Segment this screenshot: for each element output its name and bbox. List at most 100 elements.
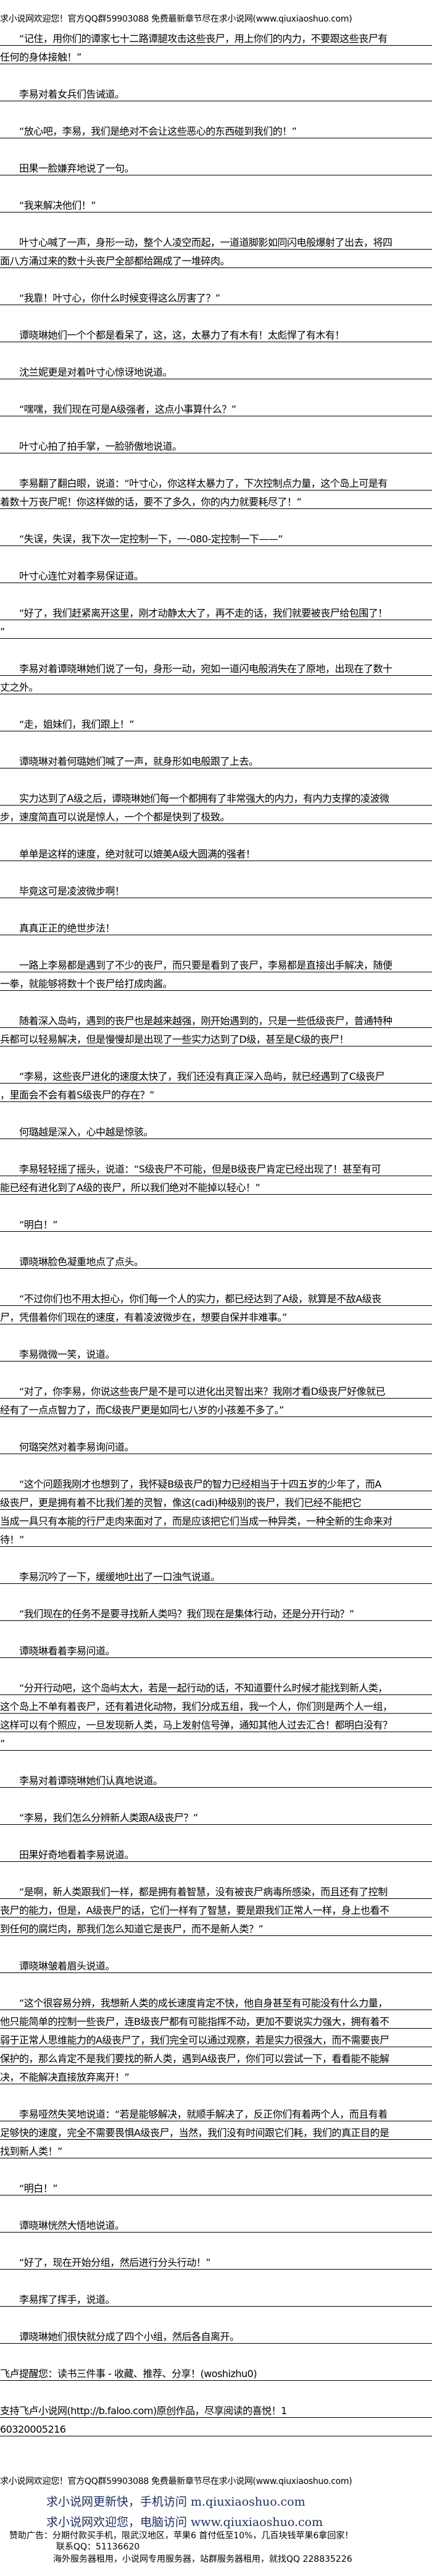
paragraph: 谭晓琳皱着眉头说道。 [0, 1955, 432, 1973]
paragraph: 李易微微一笑，说道。 [0, 1343, 432, 1362]
paragraph: 李易对着谭晓琳她们认真地说道。 [0, 1769, 432, 1788]
paragraph-line: 级丧尸，更是拥有着不比我们差的灵智，像这(cadi)种级别的丧尸，我们已经不能把… [0, 1491, 432, 1510]
paragraph: “明白！” [0, 2177, 432, 2195]
paragraph: 谭晓琳她们很快就分成了四个小组，然后各自离开。 [0, 2325, 432, 2344]
paragraph-line: 随着深入岛屿，遇到的丧尸也是越来越强，刚开始遇到的，只是一些低级丧尸，普通特种 [0, 1009, 432, 1028]
sponsor-ad-text[interactable]: 赞助广告：分期付款买手机，限武汉地区，苹果6 首付低至10%，几百块钱苹果6拿回… [9, 2531, 354, 2541]
paragraph-line: 弱于正常人思维能力的A级丧尸了，我们完全可以通过观察，若是实力很强大，而不需要丧… [0, 2029, 432, 2047]
paragraph: 谭晓琳看着李易问道。 [0, 1639, 432, 1658]
paragraph-line: “我靠！叶寸心，你什么时候变得这么厉害了？” [0, 287, 432, 305]
paragraph: 李易沉吟了一下，缓缓地吐出了一口浊气说道。 [0, 1565, 432, 1584]
paragraph: 沈兰妮更是对着叶寸心惊讶地说道。 [0, 361, 432, 379]
paragraph-line: 李易翻了翻白眼，说道：“叶寸心，你这样太暴力了，下次控制点力量，这个岛上可是有 [0, 472, 432, 490]
pc-site-link[interactable]: 求小说网欢迎您，电脑访问 www.qiuxiaoshuo.com [46, 2515, 323, 2529]
paragraph: “这个很容易分辨，我想新人类的成长速度肯定不快，他自身甚至有可能没有什么力量，他… [0, 1992, 432, 2084]
paragraph: “我靠！叶寸心，你什么时候变得这么厉害了？” [0, 287, 432, 305]
paragraph: 飞卢提醒您：读书三件事 - 收藏、推荐、分享！(woshizhu0) [0, 2362, 432, 2381]
paragraph-line: 李易对着谭晓琳她们说了一句，身形一动，宛如一道闪电般消失在了原地，出现在了数十 [0, 657, 432, 676]
paragraph-line: ，里面会不会有着S级丧尸的存在？” [0, 1084, 432, 1102]
mobile-site-link[interactable]: 求小说网更新快，手机访问 m.qiuxiaoshuo.com [46, 2495, 305, 2509]
paragraph: 何璐突然对着李易询问道。 [0, 1436, 432, 1454]
paragraph: 李易对着女兵们告诫道。 [0, 83, 432, 101]
paragraph-line: 谭晓琳她们很快就分成了四个小组，然后各自离开。 [0, 2325, 432, 2344]
paragraph: “明白！” [0, 1213, 432, 1232]
paragraph: 叶寸心喊了一声，身形一动，整个人凌空而起，一道道脚影如同闪电般爆射了出去，将四面… [0, 231, 432, 268]
paragraph: “我们现在的任务不是要寻找新人类吗？我们现在是集体行动，还是分开行动？” [0, 1602, 432, 1621]
paragraph: 李易轻轻摇了摇头，说道：“S级丧尸不可能，但是B级丧尸肯定已经出现了！甚至有可能… [0, 1158, 432, 1195]
paragraph-line: 面八方涌过来的数十头丧尸全部都给踢成了一堆碎肉。 [0, 250, 432, 268]
paragraph: “不过你们也不用太担心，你们每一个人的实力，都已经达到了A级，就算是不敌A级丧尸… [0, 1287, 432, 1324]
paragraph: “好了，现在开始分组，然后进行分头行动！” [0, 2251, 432, 2270]
paragraph-line: “这个很容易分辨，我想新人类的成长速度肯定不快，他自身甚至有可能没有什么力量， [0, 1992, 432, 2010]
paragraph: “是啊，新人类跟我们一样，都是拥有着智慧，没有被丧尸病毒所感染，而且还有了控制丧… [0, 1880, 432, 1936]
paragraph: “李易，我们怎么分辨新人类跟A级丧尸？” [0, 1806, 432, 1825]
paragraph-line: “走，姐妹们，我们跟上！” [0, 713, 432, 731]
paragraph-line: 保护的，那么肯定不是我们要找的新人类，遇到A级丧尸，你们可以尝试一下，看看能不能… [0, 2047, 432, 2066]
paragraph-line: “明白！” [0, 1213, 432, 1232]
paragraph: 田果好奇地看着李易说道。 [0, 1843, 432, 1862]
paragraph-line: 沈兰妮更是对着叶寸心惊讶地说道。 [0, 361, 432, 379]
paragraph: 实力达到了A级之后，谭晓琳她们每一个都拥有了非常强大的内力，有内力支撑的凌波微步… [0, 787, 432, 824]
paragraph-line: 田果好奇地看着李易说道。 [0, 1843, 432, 1862]
paragraph-line: 李易哑然失笑地说道：“若是能够解决，就顺手解决了，反正你们有着两个人，而且有着 [0, 2103, 432, 2121]
paragraph-line: “李易，这些丧尸进化的速度太快了，我们还没有真正深入岛屿，就已经遇到了C级丧尸 [0, 1065, 432, 1084]
paragraph-line: ” [0, 620, 432, 639]
paragraph-line: 毕竟这可是凌波微步啊！ [0, 880, 432, 898]
paragraph-line: 着数十万丧尸呢！你这样做的话，要不了多久，你的内力就要耗尽了！” [0, 490, 432, 509]
paragraph-line: “明白！” [0, 2177, 432, 2195]
paragraph-line: 谭晓琳她们一个个都是看呆了，这，这，太暴力了有木有！太彪悍了有木有！ [0, 324, 432, 342]
paragraph-line: “不过你们也不用太担心，你们每一个人的实力，都已经达到了A级，就算是不敌A级丧 [0, 1287, 432, 1306]
paragraph-line: 任何的身体接触！” [0, 46, 432, 64]
paragraph: 田果一脸嫌弃地说了一句。 [0, 157, 432, 175]
paragraph: “我来解决他们！” [0, 194, 432, 213]
paragraph: “放心吧，李易，我们是绝对不会让这些恶心的东西碰到我们的！” [0, 120, 432, 138]
paragraph-line: 谭晓琳皱着眉头说道。 [0, 1955, 432, 1973]
paragraph-line: 谭晓琳看着李易问道。 [0, 1639, 432, 1658]
paragraph-line: 李易挥了挥手，说道。 [0, 2288, 432, 2307]
paragraph: 真真正正的绝世步法！ [0, 917, 432, 935]
paragraph-line: 谭晓琳恍然大悟地说道。 [0, 2214, 432, 2233]
paragraph-line: 谭晓琳对着何璐她们喊了一声，就身形如电般跟了上去。 [0, 750, 432, 768]
paragraph-line: “放心吧，李易，我们是绝对不会让这些恶心的东西碰到我们的！” [0, 120, 432, 138]
paragraph-line: 经有了一点点智力了，而C级丧尸更是如同七八岁的小孩差不多了。” [0, 1399, 432, 1417]
paragraph: 谭晓琳脸色凝重地点了点头。 [0, 1250, 432, 1269]
paragraph-line: 何璐越是深入，心中越是惊骇。 [0, 1121, 432, 1139]
paragraph-line: 这个岛上不单有着丧尸，还有着进化动物，我们分成五组，我一个人，你们则是两个人一组… [0, 1695, 432, 1714]
footer-welcome-banner: 求小说网欢迎您！官方QQ群59903088 免费最新章节尽在求小说网(www.q… [0, 2477, 352, 2486]
paragraph-line: 叶寸心喊了一声，身形一动，整个人凌空而起，一道道脚影如同闪电般爆射了出去，将四 [0, 231, 432, 250]
paragraph: 李易哑然失笑地说道：“若是能够解决，就顺手解决了，反正你们有着两个人，而且有着足… [0, 2103, 432, 2158]
paragraph-line: “李易，我们怎么分辨新人类跟A级丧尸？” [0, 1806, 432, 1825]
paragraph-line: “好了，现在开始分组，然后进行分头行动！” [0, 2251, 432, 2270]
paragraph-line: 谭晓琳脸色凝重地点了点头。 [0, 1250, 432, 1269]
paragraph: “嘿嘿，我们现在可是A级强者，这点小事算什么？” [0, 398, 432, 416]
server-ad-text[interactable]: 海外服务器租用，小说网专用服务器，站群服务器租用，就找QQ 228835226 [53, 2554, 352, 2564]
paragraph-line: 一拳，就能够将数十个丧尸给打成肉酱。 [0, 972, 432, 991]
paragraph: “分开行动吧，这个岛屿太大，若是一起行动的话，不知道要什么时候才能找到新人类，这… [0, 1677, 432, 1751]
paragraph-line: 足够快的速度，完全不需要畏惧A级丧尸，当然，我们没有时间跟它们耗，我们的真正目的… [0, 2121, 432, 2140]
paragraph: 李易翻了翻白眼，说道：“叶寸心，你这样太暴力了，下次控制点力量，这个岛上可是有着… [0, 472, 432, 509]
paragraph-line: “对了，你李易，你说这些丧尸是不是可以进化出灵智出来？我刚才看D级丧尸好像就已 [0, 1380, 432, 1399]
paragraph-line: “好了，我们赶紧离开这里，刚才动静太大了，再不走的话，我们就要被丧尸给包围了！ [0, 602, 432, 620]
paragraph-line: 何璐突然对着李易询问道。 [0, 1436, 432, 1454]
paragraph: 叶寸心拍了拍手掌，一脸骄傲地说道。 [0, 435, 432, 453]
paragraph: 何璐越是深入，心中越是惊骇。 [0, 1121, 432, 1139]
paragraph: 支持飞卢小说网(http://b.faloo.com)原创作品，尽享阅读的喜悦！… [0, 2399, 432, 2436]
paragraph-line: “我们现在的任务不是要寻找新人类吗？我们现在是集体行动，还是分开行动？” [0, 1602, 432, 1621]
chapter-content: “记住，用你们的谭家七十二路谭腿攻击这些丧尸，用上你们的内力，不要跟这些丧尸有任… [0, 27, 432, 2436]
paragraph: “失误，失误，我下次一定控制一下，一-080-定控制一下——” [0, 528, 432, 546]
paragraph-line: “失误，失误，我下次一定控制一下，一-080-定控制一下——” [0, 528, 432, 546]
paragraph-line: 李易对着谭晓琳她们认真地说道。 [0, 1769, 432, 1788]
paragraph-line: 叶寸心拍了拍手掌，一脸骄傲地说道。 [0, 435, 432, 453]
paragraph-line: 李易对着女兵们告诫道。 [0, 83, 432, 101]
paragraph-line: “记住，用你们的谭家七十二路谭腿攻击这些丧尸，用上你们的内力，不要跟这些丧尸有 [0, 27, 432, 46]
paragraph-line: 单单是这样的速度，绝对就可以媲美A级大圆满的强者！ [0, 843, 432, 861]
paragraph-line: “嘿嘿，我们现在可是A级强者，这点小事算什么？” [0, 398, 432, 416]
paragraph: 谭晓琳恍然大悟地说道。 [0, 2214, 432, 2233]
paragraph: 毕竟这可是凌波微步啊！ [0, 880, 432, 898]
paragraph-line: 步，速度简直可以说是惊人，一个个都是快到了极致。 [0, 806, 432, 824]
paragraph-line: 叶寸心连忙对着李易保证道。 [0, 565, 432, 583]
paragraph-line: 他只能简单的控制一些丧尸，连B级丧尸都有可能指挥不动，更加不要说实力强大，拥有着… [0, 2010, 432, 2029]
paragraph-line: 60320005216 [0, 2418, 432, 2436]
paragraph-line: 李易沉吟了一下，缓缓地吐出了一口浊气说道。 [0, 1565, 432, 1584]
paragraph-line: 待！” [0, 1528, 432, 1547]
